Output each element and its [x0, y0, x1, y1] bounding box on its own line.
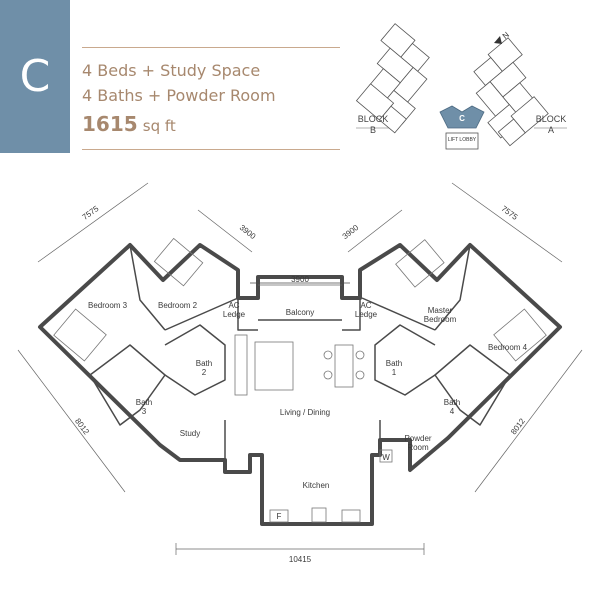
- dim-right-wing-top: 3900: [341, 223, 361, 241]
- bed-count: 4 Beds + Study Space: [82, 61, 261, 80]
- washer: [379, 449, 393, 463]
- room-master-2: Bedroom: [424, 315, 457, 324]
- unit-area: 1615 sq ft: [82, 114, 176, 134]
- room-ac-ledge-right-1: AC: [360, 301, 371, 310]
- room-bath4-2: 4: [450, 407, 455, 416]
- bath-count: 4 Baths + Powder Room: [82, 86, 276, 105]
- room-bath3-1: Bath: [136, 398, 152, 407]
- room-master-1: Master: [428, 306, 453, 315]
- bed-2: [153, 237, 204, 287]
- block-a-word: BLOCK: [535, 114, 567, 124]
- header-rule-top: [82, 47, 340, 48]
- master-partition: [361, 297, 436, 331]
- furniture: [53, 237, 547, 523]
- sofa: [254, 341, 294, 391]
- north-label: N: [500, 30, 511, 41]
- bedroom-partition-left: [129, 244, 166, 331]
- unit-badge: C: [0, 0, 70, 153]
- dim-left-side: 8012: [73, 417, 91, 437]
- dining-chair-2: [323, 370, 333, 380]
- block-a-label: BLOCK A: [533, 114, 569, 136]
- dimension-lines: [17, 182, 583, 555]
- block-b-word: BLOCK: [357, 114, 389, 124]
- dim-bottom: 10415: [289, 555, 312, 564]
- sink: [311, 507, 327, 523]
- dining-chair-3: [355, 350, 365, 360]
- dim-left-top: 7575: [81, 204, 101, 222]
- dim-right-side: 8012: [509, 416, 527, 436]
- room-kitchen: Kitchen: [303, 481, 330, 490]
- ac-ledge-right-wall: [342, 298, 361, 331]
- fridge-mark: F: [277, 512, 282, 521]
- header-rule-bottom: [82, 149, 340, 150]
- room-powder-1: Powder: [404, 434, 431, 443]
- bath2-walls: [164, 324, 226, 396]
- room-bedroom4: Bedroom 4: [488, 343, 528, 352]
- lift-lobby-label: LIFT LOBBY: [447, 137, 477, 143]
- room-ac-ledge-left-2: Ledge: [223, 310, 246, 319]
- bedroom2-partition: [164, 297, 239, 331]
- dim-left-wing-top: 3900: [238, 223, 258, 241]
- bath3-walls: [89, 344, 166, 426]
- dim-right-top: 7575: [500, 204, 520, 222]
- room-bath3-2: 3: [142, 407, 147, 416]
- room-powder-2: Room: [407, 443, 429, 452]
- room-bath2-2: 2: [202, 368, 207, 377]
- dining-chair-4: [355, 370, 365, 380]
- bath4-walls: [434, 344, 511, 426]
- area-unit: sq ft: [142, 117, 176, 135]
- block-b-label: BLOCK B: [355, 114, 391, 136]
- room-study: Study: [180, 429, 200, 438]
- fridge: [269, 509, 289, 523]
- room-bath4-1: Bath: [444, 398, 460, 407]
- key-unit-letter: C: [459, 114, 465, 123]
- dining-chair-1: [323, 350, 333, 360]
- room-bath1-1: Bath: [386, 359, 402, 368]
- dining-table: [334, 344, 354, 388]
- unit-letter: C: [19, 50, 51, 102]
- room-living-dining: Living / Dining: [280, 408, 330, 417]
- room-bath1-2: 1: [392, 368, 397, 377]
- tv-console: [234, 334, 248, 396]
- room-bedroom2: Bedroom 2: [158, 301, 198, 310]
- outer-wall: [38, 243, 562, 526]
- bath1-walls: [374, 324, 436, 396]
- room-ac-ledge-right-2: Ledge: [355, 310, 378, 319]
- bedroom-partition-right: [434, 244, 471, 331]
- room-bath2-1: Bath: [196, 359, 212, 368]
- block-b-letter: B: [369, 125, 376, 135]
- room-bedroom3: Bedroom 3: [88, 301, 128, 310]
- room-ac-ledge-left-1: AC: [228, 301, 239, 310]
- bed-3: [53, 308, 107, 362]
- bed-4: [493, 308, 547, 362]
- room-balcony: Balcony: [286, 308, 314, 317]
- area-value: 1615: [82, 112, 138, 136]
- north-arrow-icon: [494, 36, 502, 44]
- hob: [341, 509, 361, 523]
- block-a-letter: A: [547, 125, 554, 135]
- dim-balcony: 3900: [291, 275, 309, 284]
- bed-master: [395, 239, 445, 288]
- ac-ledge-left-wall: [237, 298, 258, 331]
- washer-mark: W: [382, 453, 390, 462]
